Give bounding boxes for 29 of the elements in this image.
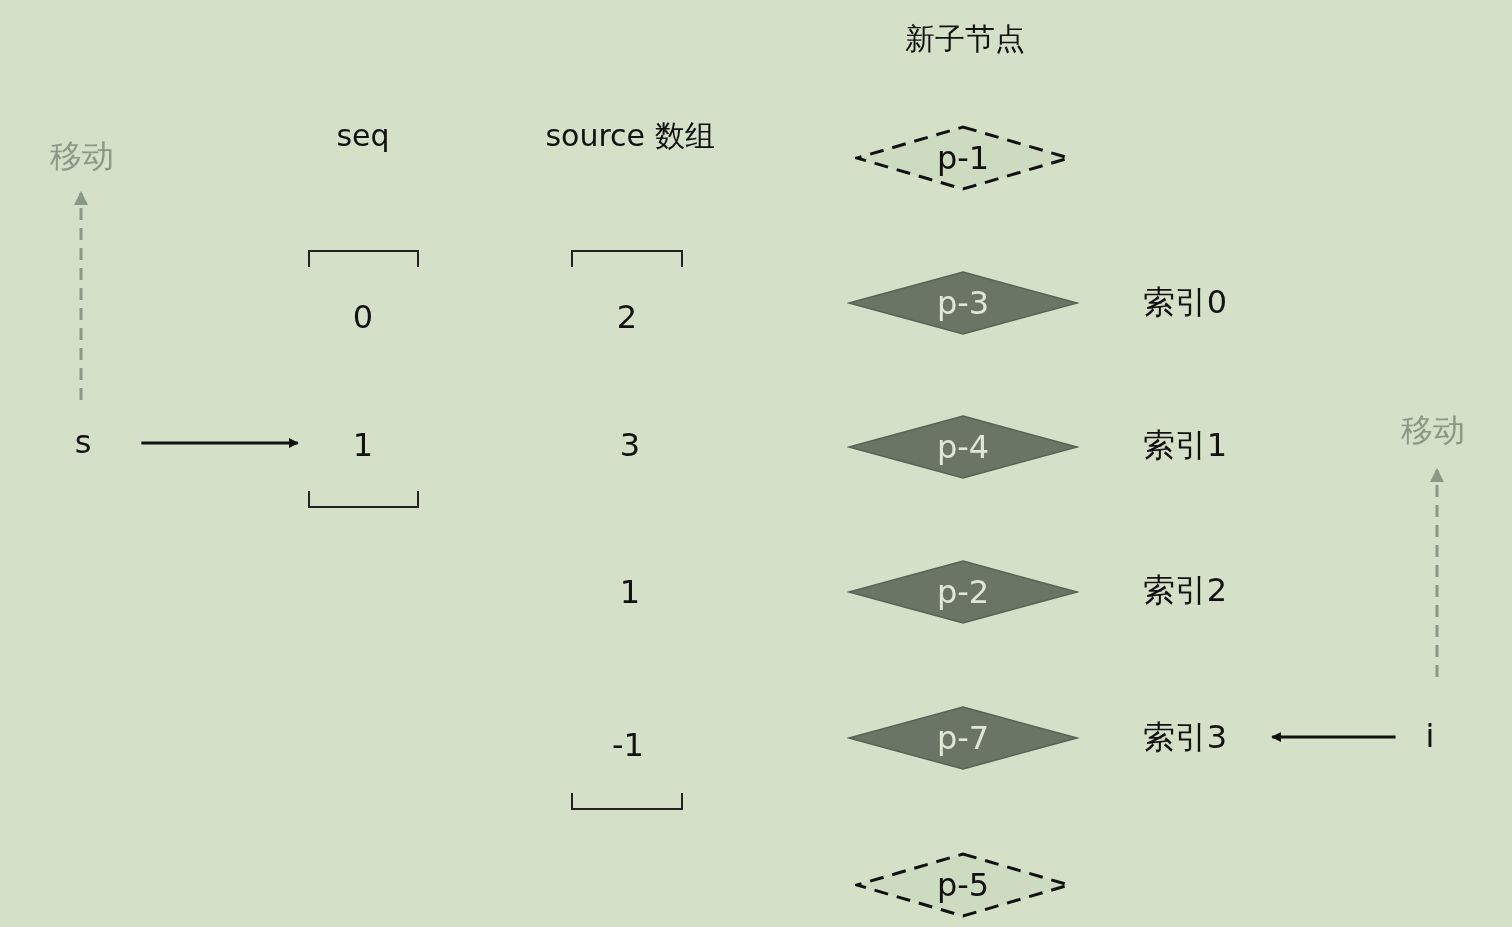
node-label: p-5 [936, 866, 990, 904]
filled-diamond [847, 705, 1079, 771]
move-label: 移动 [1401, 413, 1465, 449]
index-label: 索引1 [1142, 428, 1228, 464]
column-heading: source 数组 [545, 118, 715, 152]
array-value: 0 [352, 300, 374, 336]
array-value: -1 [612, 728, 644, 764]
node-label: p-7 [936, 719, 990, 757]
array-value: 2 [616, 300, 638, 336]
filled-diamond [847, 559, 1079, 625]
node-label: p-2 [936, 573, 990, 611]
pointer-label: i [1425, 719, 1435, 755]
filled-diamond [847, 270, 1079, 336]
column-heading: 新子节点 [905, 21, 1025, 55]
array-value: 1 [619, 575, 641, 611]
node-label: p-4 [936, 428, 990, 466]
index-label: 索引0 [1142, 285, 1228, 321]
arrow [1271, 732, 1396, 742]
node-label: p-3 [936, 284, 990, 322]
pointer-label: s [74, 425, 92, 461]
column-heading: seq [336, 118, 390, 152]
index-label: 索引3 [1142, 720, 1228, 756]
node-label: p-1 [936, 139, 990, 177]
array-value: 3 [619, 428, 641, 464]
move-label: 移动 [50, 139, 114, 175]
arrow [141, 438, 299, 448]
array-value: 1 [352, 428, 374, 464]
filled-diamond [847, 414, 1079, 480]
index-label: 索引2 [1142, 573, 1228, 609]
